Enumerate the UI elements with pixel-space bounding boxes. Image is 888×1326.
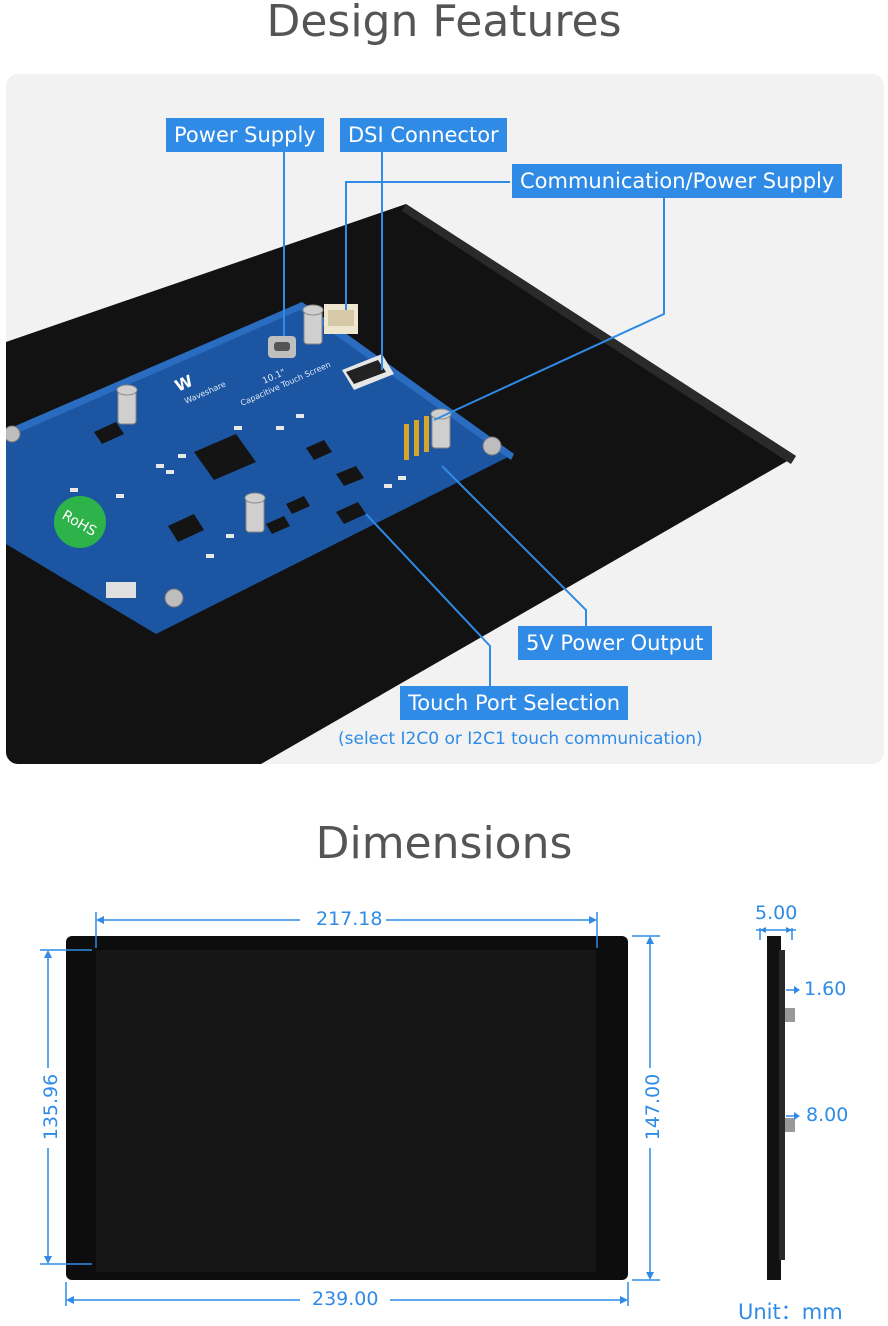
rohs-sticker [54,496,106,548]
chip [306,440,332,460]
callout-power-supply: Power Supply [166,118,324,152]
callout-5v-output: 5V Power Output [518,626,712,660]
unit-label: Unit：mm [738,1300,843,1324]
chip [336,502,366,524]
chip [94,422,124,444]
dim-active-height: 135.96 [40,1073,63,1141]
callout-dsi-connector: DSI Connector [340,118,507,152]
chip [336,466,364,486]
dim-glass: 1.60 [804,978,847,1000]
panel-edge [402,204,796,464]
dim-active-width: 217.18 [316,908,383,930]
chip [286,496,310,514]
standoffs [116,304,452,533]
callout-touch-port: Touch Port Selection [400,686,629,720]
touch-port-note: (select I2C0 or I2C1 touch communication… [338,729,703,749]
side-standoff [785,1008,795,1022]
main-chip [194,434,256,480]
pcb-board [6,302,514,634]
side-connector [106,582,136,598]
design-features-title: Design Features [266,0,622,47]
dimension-lines [40,912,660,1306]
chip [266,516,290,534]
callout-comm-power: Communication/Power Supply [512,164,843,198]
leader-lines [283,152,665,686]
side-view-panel [767,936,781,1280]
dimensions-title: Dimensions [315,818,573,869]
pin-header [404,416,429,460]
product-photo: RoHS W Waveshare 10.1" Capacitive Touch … [6,74,884,764]
dim-standoff: 8.00 [806,1104,849,1126]
board-illustration: RoHS W Waveshare 10.1" Capacitive Touch … [6,152,796,764]
side-dimension-lines [756,927,800,1120]
chip [168,514,204,542]
front-view-active-area [96,950,596,1272]
dim-outer-width: 239.00 [312,1288,379,1310]
dim-thickness: 5.00 [755,902,798,924]
dim-outer-height: 147.00 [642,1073,665,1141]
side-standoff [785,1118,795,1132]
